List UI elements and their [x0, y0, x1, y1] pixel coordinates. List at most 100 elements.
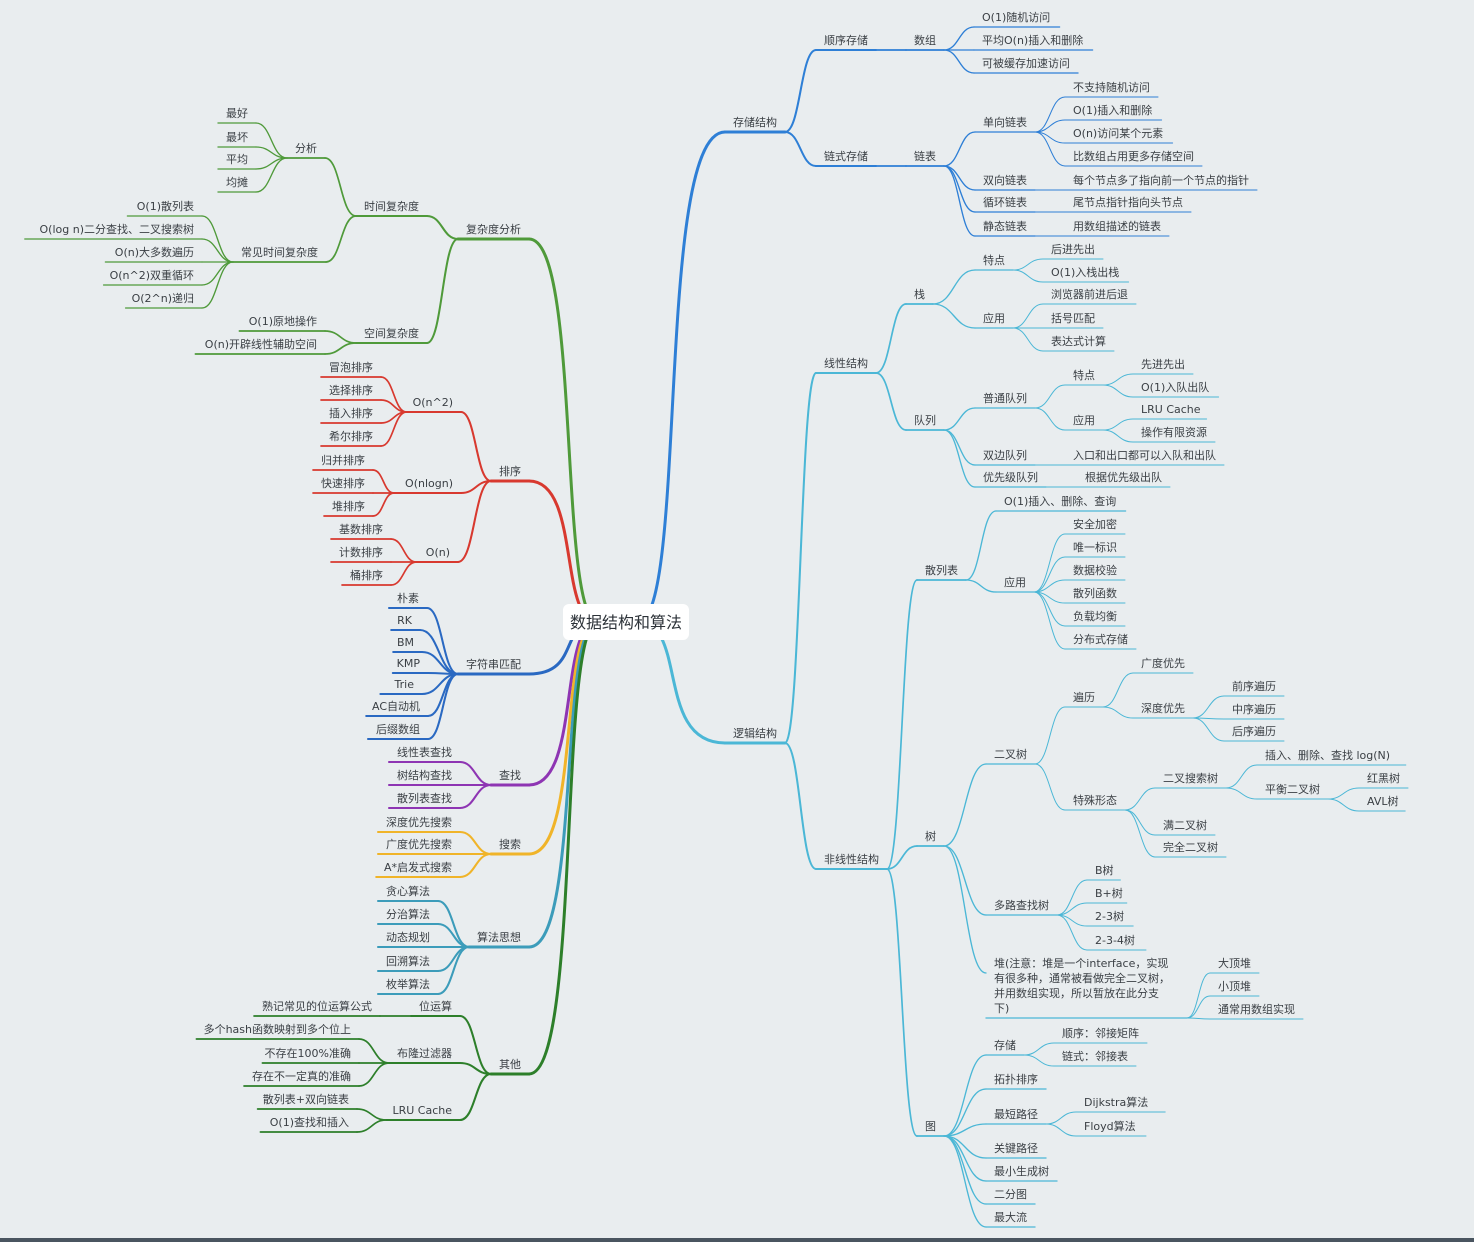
node-1-1-1-2-line3[interactable]: 下) [994, 1002, 1009, 1015]
node-1-1-0-0[interactable]: O(1)插入、删除、查询 [1004, 494, 1116, 508]
node-0-1-0-3[interactable]: 静态链表 [983, 219, 1027, 233]
node-0-1-0-2[interactable]: 循环链表 [983, 195, 1027, 209]
node-left-0-0-1-0[interactable]: O(1)散列表 [137, 199, 194, 213]
node-1-1-1-0-0-0[interactable]: 广度优先 [1141, 656, 1185, 670]
node-1[interactable]: 逻辑结构 [733, 726, 777, 740]
node-1-0-0-1-2[interactable]: 表达式计算 [1051, 334, 1106, 348]
node-1-1-2-0-1[interactable]: 链式：邻接表 [1062, 1049, 1128, 1063]
node-left-1-1-2[interactable]: 堆排序 [332, 499, 365, 513]
node-1-1-1-2[interactable]: 堆(注意：堆是一个interface，实现 [994, 956, 1168, 970]
node-1-1-1-0[interactable]: 二叉树 [994, 747, 1027, 761]
node-1-1-0-1-5[interactable]: 分布式存储 [1073, 632, 1128, 646]
node-left-0-1-1[interactable]: O(n)开辟线性辅助空间 [205, 337, 317, 351]
node-left-3-0[interactable]: 线性表查找 [397, 745, 452, 759]
node-left-0-0-1-1[interactable]: O(log n)二分查找、二叉搜索树 [40, 222, 194, 236]
node-1-1-2-0-0[interactable]: 顺序：邻接矩阵 [1062, 1026, 1139, 1040]
node-0[interactable]: 存储结构 [733, 115, 777, 129]
node-0-0-0-0[interactable]: O(1)随机访问 [982, 10, 1050, 24]
node-0-0-0[interactable]: 数组 [914, 33, 936, 47]
node-1-1-1-0-0-1-1[interactable]: 中序遍历 [1232, 702, 1276, 716]
node-left-1-0-2[interactable]: 插入排序 [329, 406, 373, 420]
node-1-1-2-3[interactable]: 关键路径 [994, 1141, 1038, 1155]
node-1-0-0-1-0[interactable]: 浏览器前进后退 [1051, 287, 1128, 301]
node-1-1-1-1-2[interactable]: 2-3树 [1095, 909, 1124, 923]
node-left-0-0-0-0[interactable]: 最好 [226, 106, 248, 120]
node-left-0-0-0-3[interactable]: 均摊 [226, 175, 248, 189]
node-left-6-0[interactable]: 位运算 [419, 999, 452, 1013]
node-1-1-1-2-2[interactable]: 通常用数组实现 [1218, 1002, 1295, 1016]
node-left-6-1-0[interactable]: 多个hash函数映射到多个位上 [204, 1022, 351, 1036]
node-1-1[interactable]: 非线性结构 [824, 852, 879, 866]
node-1-1-2-1[interactable]: 拓扑排序 [994, 1072, 1038, 1086]
node-1-0-0-0-1[interactable]: O(1)入栈出栈 [1051, 265, 1119, 279]
node-left-2-3[interactable]: KMP [397, 657, 421, 670]
node-left-5-1[interactable]: 分治算法 [386, 907, 430, 921]
node-0-1-0-3-0[interactable]: 用数组描述的链表 [1073, 219, 1161, 233]
node-left-6-1-1[interactable]: 不存在100%准确 [265, 1046, 351, 1060]
node-1-0-1[interactable]: 队列 [914, 413, 936, 427]
node-left-5-4[interactable]: 枚举算法 [386, 977, 430, 991]
node-1-0-1-1-0[interactable]: 入口和出口都可以入队和出队 [1073, 448, 1216, 462]
node-left-2-6[interactable]: 后缀数组 [376, 722, 420, 736]
node-0-1-0-1-0[interactable]: 每个节点多了指向前一个节点的指针 [1073, 173, 1249, 187]
node-1-1-1-0-1-0-0[interactable]: 插入、删除、查找 log(N) [1265, 748, 1390, 762]
node-left-1-0-0[interactable]: 冒泡排序 [329, 360, 373, 374]
node-left-3-2[interactable]: 散列表查找 [397, 791, 452, 805]
node-left-2-5[interactable]: AC自动机 [372, 699, 420, 713]
node-1-1-2-0[interactable]: 存储 [994, 1038, 1016, 1052]
node-left-6-0-0[interactable]: 熟记常见的位运算公式 [262, 999, 372, 1013]
node-0-1-0[interactable]: 链表 [914, 149, 936, 163]
node-1-0-0[interactable]: 栈 [914, 287, 925, 301]
node-1-0-0-1-1[interactable]: 括号匹配 [1051, 311, 1095, 325]
node-1-1-1-0-1-0-1[interactable]: 平衡二叉树 [1265, 782, 1320, 796]
node-left-0-0-0-2[interactable]: 平均 [226, 153, 248, 166]
node-1-0-0-0-0[interactable]: 后进先出 [1051, 242, 1095, 256]
node-1-1-1-0-0-1-0[interactable]: 前序遍历 [1232, 679, 1276, 693]
node-left-1-0-1[interactable]: 选择排序 [329, 383, 373, 397]
node-left-5[interactable]: 算法思想 [477, 930, 521, 944]
node-1-1-1-1-3[interactable]: 2-3-4树 [1095, 933, 1135, 947]
node-left-6-1[interactable]: 布隆过滤器 [397, 1046, 452, 1060]
node-1-0-1-0-1[interactable]: 应用 [1073, 413, 1095, 427]
node-1-0-1-0-1-0[interactable]: LRU Cache [1141, 403, 1201, 416]
node-left-1-2-1[interactable]: 计数排序 [339, 545, 383, 559]
node-0-0[interactable]: 顺序存储 [824, 33, 868, 47]
node-left-1-2-0[interactable]: 基数排序 [339, 522, 383, 536]
node-1-1-1-1-0[interactable]: B树 [1095, 863, 1114, 877]
node-1-1-0-1-3[interactable]: 散列函数 [1073, 586, 1117, 600]
node-left-2-4[interactable]: Trie [394, 678, 415, 691]
node-left-6[interactable]: 其他 [499, 1058, 521, 1071]
node-left-6-1-2[interactable]: 存在不一定真的准确 [252, 1069, 351, 1083]
node-left-1-1-0[interactable]: 归并排序 [321, 453, 365, 467]
node-0-1-0-0-3[interactable]: 比数组占用更多存储空间 [1073, 149, 1194, 163]
node-left-2-1[interactable]: RK [397, 614, 413, 627]
node-1-1-2-4[interactable]: 最小生成树 [994, 1164, 1049, 1178]
node-left-4[interactable]: 搜索 [499, 837, 521, 851]
node-left-3[interactable]: 查找 [499, 768, 521, 782]
node-left-1-2[interactable]: O(n) [426, 546, 450, 559]
node-0-1-0-2-0[interactable]: 尾节点指针指向头节点 [1073, 195, 1183, 209]
node-1-1-1-0-0[interactable]: 遍历 [1073, 691, 1095, 704]
node-1-1-1-1-1[interactable]: B+树 [1095, 886, 1123, 900]
node-1-1-1-2-0[interactable]: 大顶堆 [1218, 956, 1251, 970]
node-1-1-1-2-1[interactable]: 小顶堆 [1218, 980, 1251, 993]
node-1-1-1-0-1-0-1-0[interactable]: 红黑树 [1367, 771, 1400, 785]
node-1-0[interactable]: 线性结构 [824, 356, 868, 370]
node-left-2[interactable]: 字符串匹配 [466, 657, 521, 671]
node-left-0-0-1-2[interactable]: O(n)大多数遍历 [115, 245, 194, 259]
node-1-0-1-0-0[interactable]: 特点 [1073, 368, 1095, 382]
node-left-0-0[interactable]: 时间复杂度 [364, 199, 419, 213]
node-1-0-1-0-1-1[interactable]: 操作有限资源 [1141, 425, 1207, 439]
node-0-1-0-0-1[interactable]: O(1)插入和删除 [1073, 103, 1152, 117]
node-1-1-0[interactable]: 散列表 [925, 563, 958, 577]
node-left-6-2[interactable]: LRU Cache [392, 1104, 452, 1117]
node-1-1-1-0-0-1[interactable]: 深度优先 [1141, 701, 1185, 715]
node-1-0-1-2-0[interactable]: 根据优先级出队 [1085, 470, 1162, 484]
node-left-4-0[interactable]: 深度优先搜索 [386, 815, 452, 829]
node-left-1-1[interactable]: O(nlogn) [405, 477, 453, 490]
node-1-1-0-1-0[interactable]: 安全加密 [1073, 517, 1117, 531]
node-1-1-0-1-2[interactable]: 数据校验 [1073, 563, 1117, 577]
node-1-1-0-1-4[interactable]: 负载均衡 [1073, 609, 1117, 623]
node-1-1-1-0-1-0-1-1[interactable]: AVL树 [1367, 794, 1398, 808]
node-1-1-2-6[interactable]: 最大流 [994, 1210, 1027, 1224]
